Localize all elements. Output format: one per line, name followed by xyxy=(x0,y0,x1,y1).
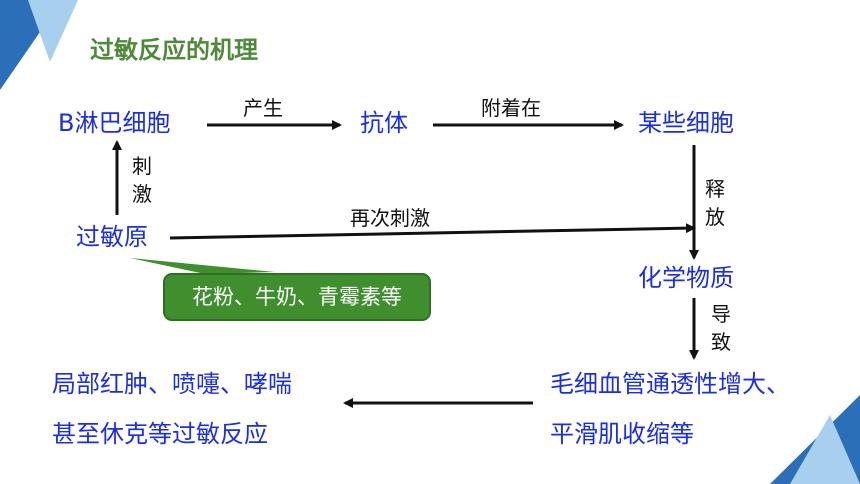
label-cause: 导 致 xyxy=(709,300,733,356)
label-restimulate: 再次刺激 xyxy=(350,206,430,230)
node-antibody: 抗体 xyxy=(360,109,408,137)
node-b-cell: B淋巴细胞 xyxy=(58,109,171,137)
callout-pointer xyxy=(130,258,275,274)
label-stimulate-char1: 刺 xyxy=(132,154,152,178)
label-stimulate: 刺 激 xyxy=(130,152,154,208)
label-produce: 产生 xyxy=(243,96,283,120)
node-result-line1: 局部红肿、喷嚏、哮喘 xyxy=(52,370,292,398)
corner-triangle-light xyxy=(28,0,78,62)
label-release: 释 放 xyxy=(703,175,727,231)
node-allergen: 过敏原 xyxy=(76,223,148,251)
label-cause-char2: 致 xyxy=(711,330,731,354)
label-release-char2: 放 xyxy=(705,205,725,229)
slide-title: 过敏反应的机理 xyxy=(90,36,258,64)
allergen-examples-callout: 花粉、牛奶、青霉素等 xyxy=(163,273,431,321)
arrow-restimulate xyxy=(169,223,696,240)
node-capillary-line2: 平滑肌收缩等 xyxy=(550,420,694,448)
corner-triangle-light-bottom xyxy=(790,415,860,484)
node-certain-cells: 某些细胞 xyxy=(638,109,734,137)
label-cause-char1: 导 xyxy=(711,302,731,326)
label-stimulate-char2: 激 xyxy=(132,182,152,206)
node-capillary-line1: 毛细血管通透性增大、 xyxy=(550,370,790,398)
label-release-char1: 释 xyxy=(705,177,725,201)
label-attach: 附着在 xyxy=(481,96,541,120)
node-result-line2: 甚至休克等过敏反应 xyxy=(52,420,268,448)
node-chemicals: 化学物质 xyxy=(638,264,734,292)
